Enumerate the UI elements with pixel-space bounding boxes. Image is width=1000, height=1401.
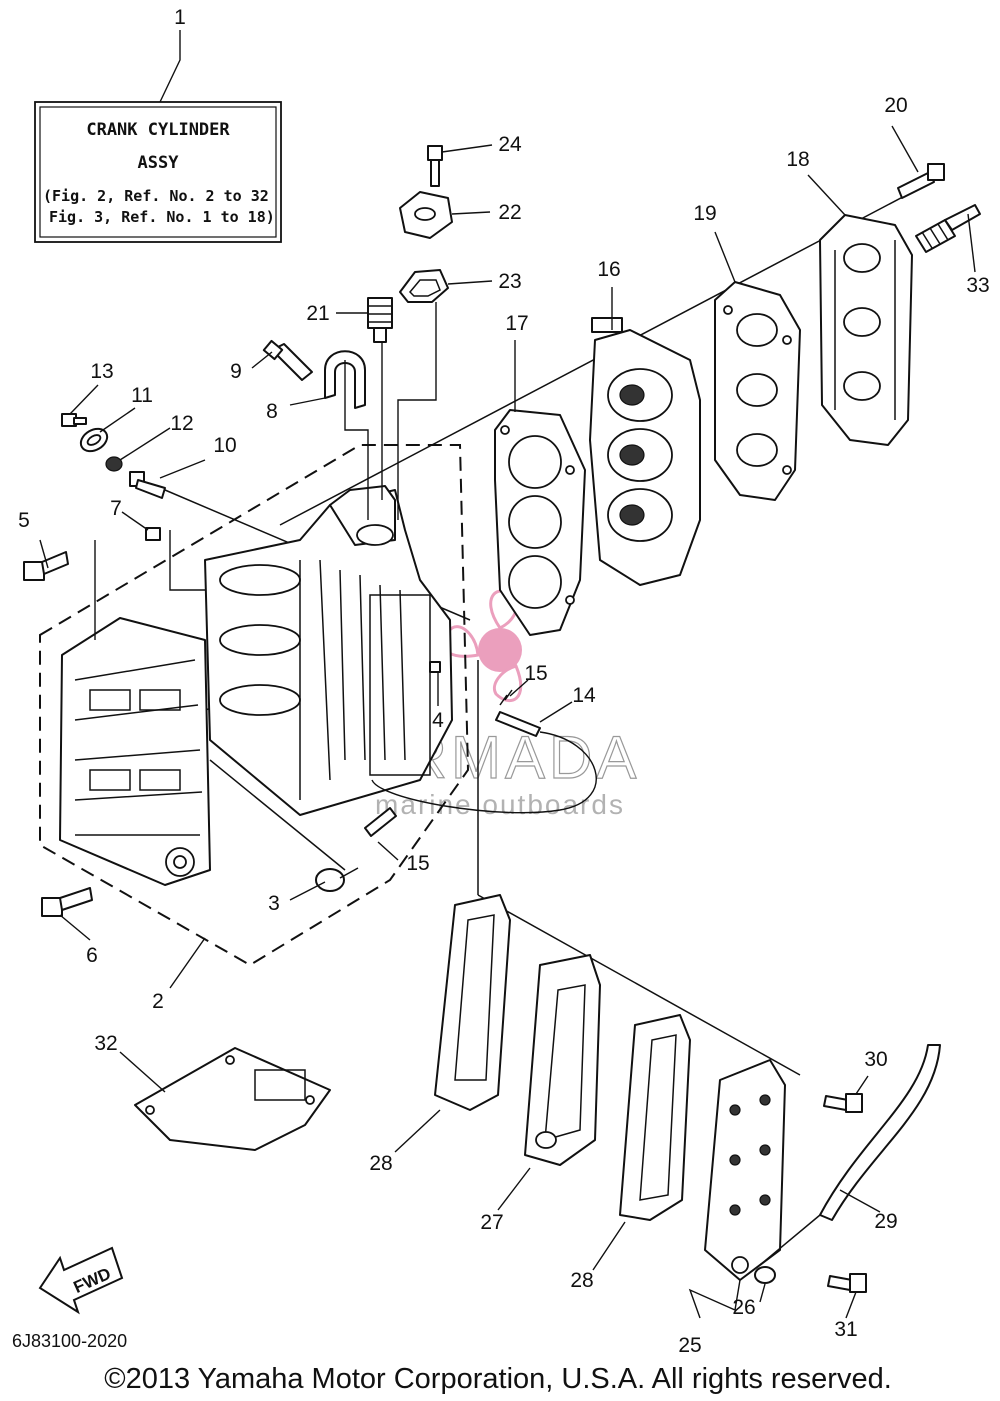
callout-30: 30 (864, 1048, 887, 1071)
assembly-boundary-dashed (39, 444, 470, 967)
hose-part-14 (371, 711, 597, 814)
callout-11: 11 (131, 384, 153, 407)
bolt-part-24 (427, 145, 443, 187)
bolt-part-31 (827, 1273, 867, 1293)
callout-20: 20 (884, 94, 907, 117)
callout-24: 24 (498, 133, 522, 156)
callout-26: 26 (732, 1296, 755, 1319)
callout-14: 14 (572, 684, 596, 707)
thermostat-part-21 (367, 297, 393, 343)
gasket-part-11 (79, 427, 109, 453)
assy-title-line2: ASSY (138, 153, 180, 173)
callout-16: 16 (597, 258, 620, 281)
diagram-code: 6J83100-2020 (12, 1331, 127, 1351)
spark-plug-part-33 (915, 204, 981, 253)
callout-21: 21 (306, 302, 329, 325)
watermark-propeller-icon (441, 589, 523, 703)
cylinder-block-part (204, 485, 453, 816)
bolt-part-6 (41, 887, 93, 917)
crankcase-part (59, 617, 211, 886)
callout-28-b: 28 (570, 1269, 593, 1292)
clip-part-8 (324, 350, 366, 409)
fwd-arrow-icon: FWD (38, 1246, 124, 1315)
callout-17: 17 (505, 312, 528, 335)
exhaust-outer-cover-part-25 (704, 1059, 786, 1281)
exhaust-gasket-part-28-a (434, 894, 511, 1111)
cylinder-head-part-16 (589, 317, 701, 586)
pin-part-7 (145, 527, 161, 541)
callout-23: 23 (498, 270, 521, 293)
callout-27: 27 (480, 1211, 503, 1234)
callout-19: 19 (693, 202, 716, 225)
hose-part-15-b (364, 807, 397, 837)
assy-label-box: CRANK CYLINDER ASSY (Fig. 2, Ref. No. 2 … (34, 101, 282, 243)
assy-ref-line1: (Fig. 2, Ref. No. 2 to 32 (43, 187, 269, 205)
callout-3: 3 (268, 892, 280, 915)
clip-part-15-a (499, 689, 513, 706)
bolt-part-30 (823, 1093, 863, 1113)
assy-ref-line2: Fig. 3, Ref. No. 1 to 18) (49, 208, 275, 226)
plug-part-3 (315, 867, 359, 892)
gasket-part-23 (399, 269, 449, 303)
bolt-part-20 (897, 163, 945, 199)
copyright-notice: ©2013 Yamaha Motor Corporation, U.S.A. A… (104, 1363, 892, 1395)
base-gasket-part-32 (134, 1047, 331, 1151)
bolt-part-5 (23, 551, 69, 581)
assy-title-line1: CRANK CYLINDER (86, 120, 230, 140)
callout-2: 2 (152, 990, 164, 1013)
callout-15-upper: 15 (524, 662, 547, 685)
callout-31: 31 (834, 1318, 857, 1341)
callout-18: 18 (786, 148, 809, 171)
exhaust-gasket-part-28-b (619, 1014, 691, 1221)
callout-5: 5 (18, 509, 30, 532)
callout-9: 9 (230, 360, 242, 383)
plug-part-26 (754, 1266, 776, 1284)
pin-part-4 (429, 661, 441, 673)
head-cover-part-18 (819, 214, 913, 446)
callout-8: 8 (266, 400, 278, 423)
hose-part-29 (759, 1044, 941, 1266)
callout-6: 6 (86, 944, 98, 967)
callout-32: 32 (94, 1032, 117, 1055)
callout-33: 33 (966, 274, 989, 297)
callout-numbers: 1 2 3 4 5 6 7 8 9 10 11 12 13 14 15 15 1… (18, 6, 990, 1357)
callout-22: 22 (498, 201, 521, 224)
washer-part-12 (105, 456, 123, 472)
callout-15-lower: 15 (406, 852, 429, 875)
callout-28-a: 28 (369, 1152, 392, 1175)
leader-lines (39, 30, 976, 1319)
callout-29: 29 (874, 1210, 897, 1233)
callout-7: 7 (110, 497, 122, 520)
exhaust-inner-cover-part-27 (524, 954, 601, 1166)
cover-gasket-part-19 (714, 281, 801, 501)
callout-25: 25 (678, 1334, 701, 1357)
bolt-part-9 (262, 339, 313, 381)
bolt-part-10 (129, 471, 166, 499)
watermark-tagline: marine outboards (375, 789, 625, 820)
callout-10: 10 (213, 434, 236, 457)
thermostat-cover-part-22 (399, 191, 453, 239)
callout-1: 1 (174, 6, 186, 29)
callout-13: 13 (90, 360, 113, 383)
callout-12: 12 (170, 412, 193, 435)
head-gasket-part-17 (494, 409, 586, 636)
bolt-part-13 (61, 413, 87, 427)
callout-4: 4 (432, 709, 444, 732)
